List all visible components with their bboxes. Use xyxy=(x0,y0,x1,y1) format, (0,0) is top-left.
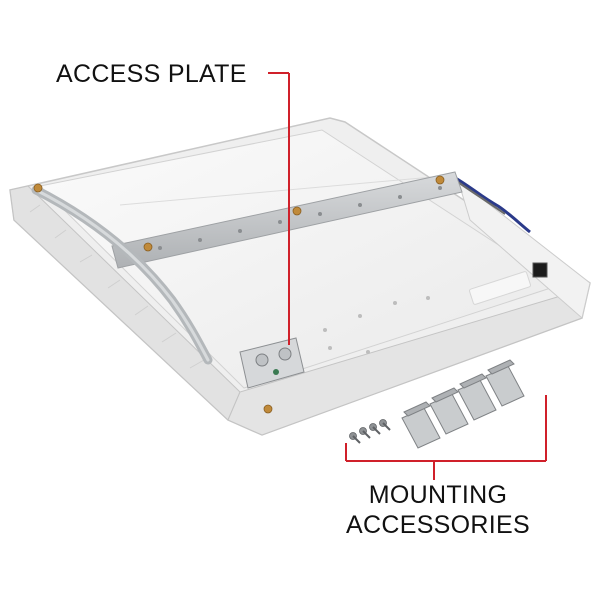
center-rail xyxy=(111,171,463,269)
panel-holes xyxy=(323,296,430,354)
mounting-accessories xyxy=(349,359,525,449)
mounting-accessories-bracket xyxy=(345,395,547,480)
fixture-panel-crease xyxy=(119,174,456,206)
access-plate-leader xyxy=(268,72,290,345)
access-plate-label: ACCESS PLATE xyxy=(56,60,247,88)
mounting-label-line2: ACCESSORIES xyxy=(346,511,530,539)
wire-bundle xyxy=(451,174,531,234)
mounting-accessories-label: MOUNTING ACCESSORIES xyxy=(333,480,543,540)
driver-label xyxy=(469,271,531,305)
mounting-label-line1: MOUNTING xyxy=(368,481,508,509)
rail-holes xyxy=(158,186,442,250)
fixture-side-ribs xyxy=(29,204,205,369)
screw-set xyxy=(349,419,391,444)
driver-connector xyxy=(532,262,548,278)
access-plate xyxy=(239,337,305,389)
mounting-clips xyxy=(401,359,525,449)
brass-screws xyxy=(33,175,445,414)
troffer-fixture xyxy=(9,117,591,436)
fixture-end-cap xyxy=(457,178,591,319)
